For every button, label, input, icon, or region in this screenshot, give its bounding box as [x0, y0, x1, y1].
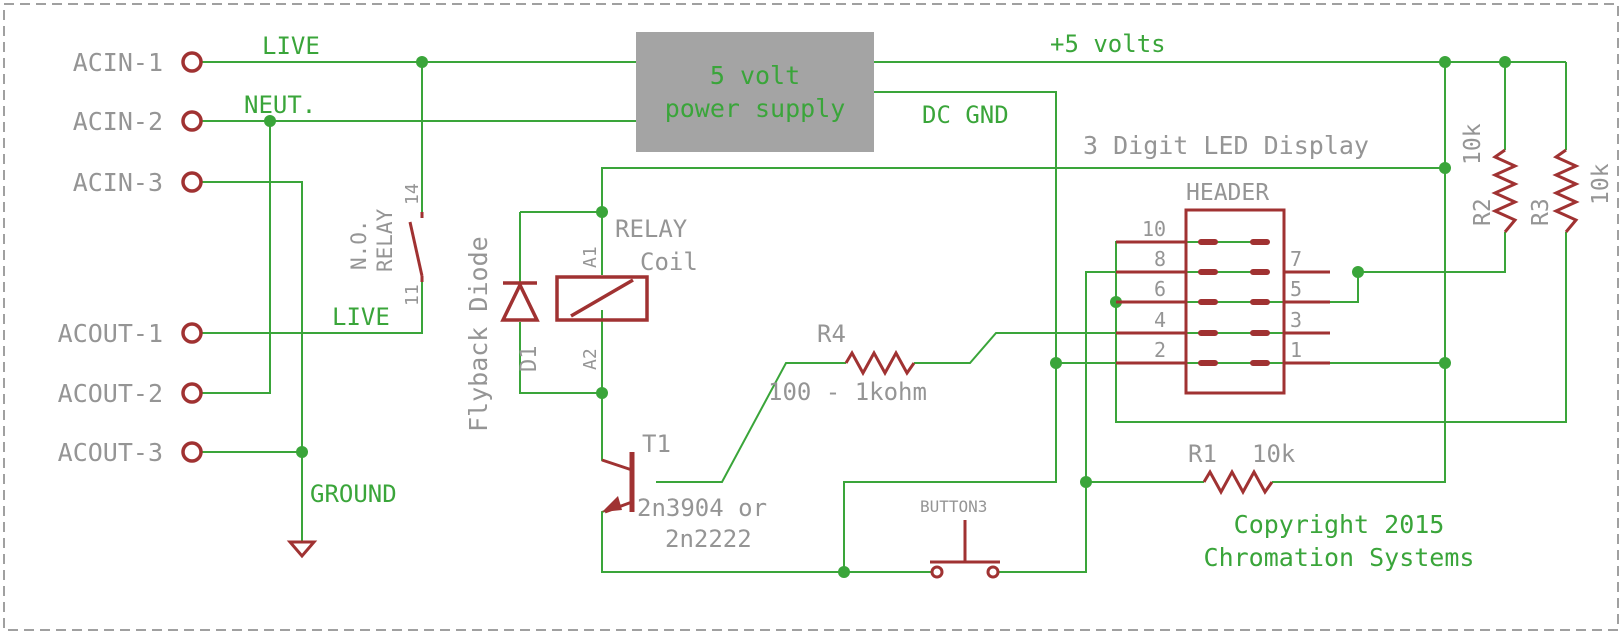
- relay-coil-line2: Coil: [640, 248, 698, 276]
- t1-part-line2: 2n2222: [665, 525, 752, 553]
- acout1-label: ACOUT-1: [58, 319, 163, 348]
- header-pin-10: 10: [1142, 217, 1166, 241]
- button3-symbol: [930, 520, 1000, 579]
- r4-name: R4: [817, 320, 846, 348]
- r3-value: 10k: [1588, 163, 1614, 205]
- net-plus5: +5 volts: [1050, 30, 1166, 58]
- header-pin-stubs: [1116, 240, 1330, 365]
- r2-value: 10k: [1460, 123, 1486, 165]
- relay-switch-pin-14: 14: [402, 183, 423, 205]
- flyback-diode-symbol: [500, 280, 540, 322]
- terminal-pins: [181, 51, 203, 463]
- header-pin-3: 3: [1290, 308, 1302, 332]
- diode-name: D1: [517, 346, 542, 373]
- relay-switch-pin-11: 11: [402, 284, 423, 306]
- t1-part-line1: 2n3904 or: [637, 494, 767, 522]
- r4-value: 100 - 1kohm: [768, 378, 927, 406]
- relay-coil-line1: RELAY: [615, 215, 688, 243]
- r1-name: R1: [1188, 440, 1217, 468]
- net-neutral: NEUT.: [244, 91, 316, 119]
- relay-coil-pin-a2: A2: [580, 348, 601, 370]
- r3-name: R3: [1528, 198, 1554, 226]
- r1-resistor-symbol: [1202, 468, 1274, 496]
- copyright-line1: Copyright 2015: [1234, 510, 1445, 539]
- relay-switch-symbol: [408, 212, 424, 282]
- junction-dots: [264, 56, 1511, 578]
- relay-switch-line2: RELAY: [373, 208, 397, 272]
- header-pin-6: 6: [1154, 277, 1166, 301]
- ground-symbol: [286, 540, 318, 559]
- acin1-label: ACIN-1: [73, 48, 163, 77]
- net-ground: GROUND: [310, 480, 397, 508]
- r2-resistor-symbol: [1491, 148, 1519, 233]
- relay-coil-pin-a1: A1: [580, 246, 601, 268]
- header-pads: [1198, 239, 1270, 366]
- header-pin-5: 5: [1290, 277, 1302, 301]
- t1-name: T1: [642, 430, 671, 458]
- relay-switch-line1: N.O.: [347, 219, 371, 270]
- r2-name: R2: [1470, 198, 1496, 226]
- relay-coil-symbol: [555, 275, 649, 322]
- r3-resistor-symbol: [1552, 148, 1580, 233]
- header-pin-4: 4: [1154, 308, 1166, 332]
- net-dc-gnd: DC GND: [922, 101, 1009, 129]
- header-pin-1: 1: [1290, 338, 1302, 362]
- header-pin-8: 8: [1154, 247, 1166, 271]
- acin2-label: ACIN-2: [73, 107, 163, 136]
- acout2-label: ACOUT-2: [58, 379, 163, 408]
- header-title: HEADER: [1186, 180, 1269, 206]
- r1-value: 10k: [1252, 440, 1296, 468]
- r4-resistor-symbol: [844, 349, 916, 377]
- power-supply-box: [636, 32, 874, 152]
- sheet-frame: [3, 3, 1619, 631]
- acout3-label: ACOUT-3: [58, 438, 163, 467]
- button3-label: BUTTON3: [920, 497, 987, 516]
- header-pin-2: 2: [1154, 338, 1166, 362]
- power-supply-line1: 5 volt: [710, 61, 800, 90]
- acin3-label: ACIN-3: [73, 168, 163, 197]
- copyright-line2: Chromation Systems: [1204, 543, 1475, 572]
- net-live-top: LIVE: [262, 32, 320, 60]
- power-supply-line2: power supply: [665, 94, 846, 123]
- wires: [200, 61, 1567, 573]
- led-display-label: 3 Digit LED Display: [1083, 131, 1369, 160]
- header-pin-7: 7: [1290, 247, 1302, 271]
- net-live-bottom: LIVE: [332, 303, 390, 331]
- t1-emitter-arrow: [602, 496, 622, 512]
- diode-label: Flyback Diode: [464, 236, 493, 432]
